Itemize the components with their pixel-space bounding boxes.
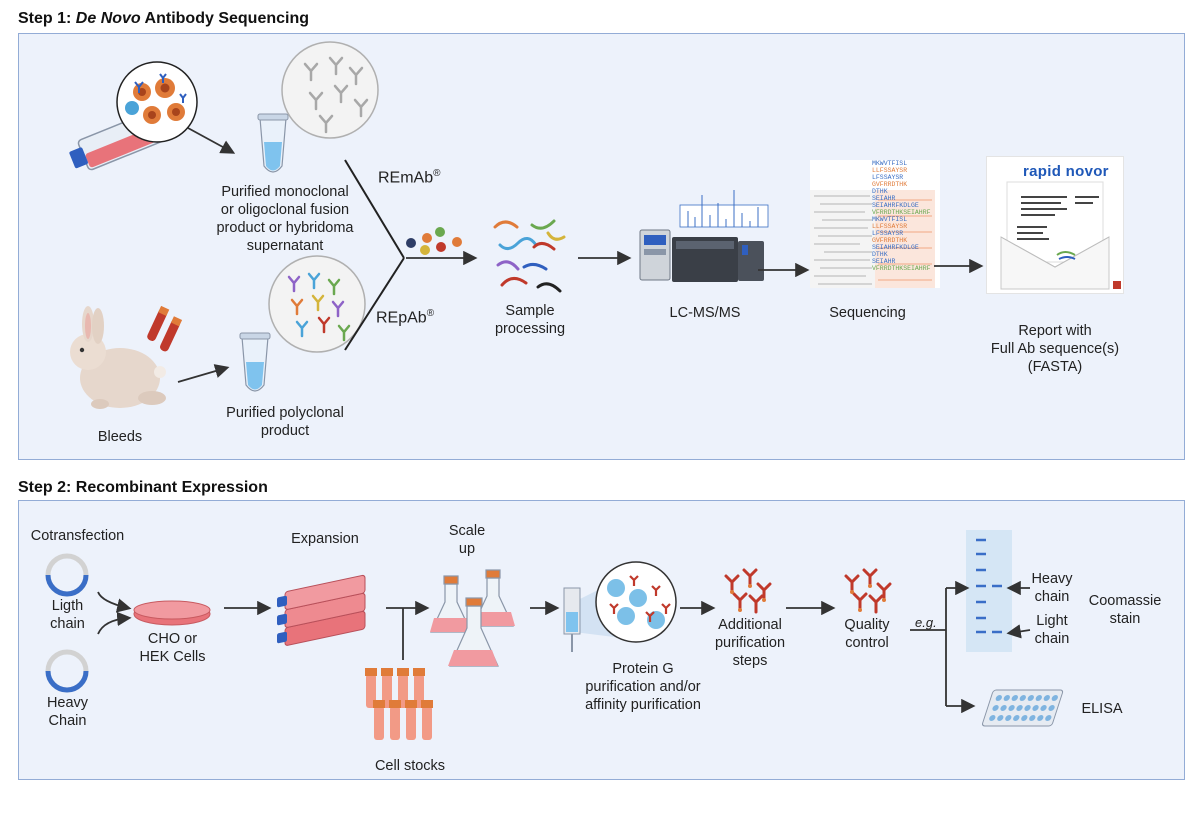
purified-antibodies-icon — [724, 568, 772, 614]
protein-g-column-illustration — [563, 561, 677, 652]
quality-control-label: Quality control — [844, 617, 890, 651]
rabbit-illustration — [70, 306, 166, 409]
expansion-label: Expansion — [291, 531, 359, 547]
sequence-line: SEIAHRFKDLGE — [872, 202, 919, 209]
light-chain-plasmid-icon — [45, 553, 89, 597]
sequence-line: LFSSAYSR — [872, 174, 904, 181]
monoclonal-label: Purified monoclonal or oligoclonal fusio… — [216, 184, 354, 254]
sequence-line: MKWVTFISL — [872, 216, 908, 223]
elisa-label: ELISA — [1081, 701, 1123, 717]
enzyme-icons — [406, 227, 462, 255]
light-chain-label: Ligth chain — [50, 598, 85, 632]
polyclonal-label: Purified polyclonal product — [226, 405, 344, 439]
report-envelope — [1000, 181, 1121, 290]
blood-tubes-icon — [147, 305, 183, 352]
sequence-line: VFRRDTHKSEIAHRF — [872, 209, 931, 216]
repab-label: REpAb® — [376, 308, 435, 327]
step2-title: Step 2: Recombinant Expression — [18, 479, 268, 496]
sequence-line: SEIAHR — [872, 258, 896, 265]
sequence-alignment: MKWVTFISL LLFSSAYSR LFSSAYSR GVFRRDTHK D… — [810, 160, 940, 288]
cell-stock-vials-illustration — [365, 668, 433, 740]
report-document: rapid novor — [986, 156, 1124, 294]
sequence-line: LLFSSAYSR — [872, 167, 908, 174]
sequence-line: SEIAHR — [872, 195, 896, 202]
cell-flask-illustration — [69, 61, 198, 171]
remab-label: REmAb® — [378, 168, 441, 187]
petri-dish-icon — [133, 600, 211, 626]
lcms-instrument-illustration — [639, 190, 769, 282]
sequencing-label: Sequencing — [829, 305, 906, 321]
cho-hek-label: CHO or HEK Cells — [139, 631, 206, 665]
gel-heavy-chain-label: Heavy chain — [1031, 571, 1073, 605]
sequence-line: LLFSSAYSR — [872, 223, 908, 230]
report-label: Report with Full Ab sequence(s) (FASTA) — [990, 323, 1120, 375]
bleeds-label: Bleeds — [97, 429, 143, 445]
heavy-chain-plasmid-icon — [45, 649, 89, 693]
sequence-line: SEIAHRFKDLGE — [872, 244, 919, 251]
report-logo: rapid novor — [1023, 163, 1109, 180]
step1-title: Step 1: De Novo Antibody Sequencing — [18, 10, 309, 27]
alignment-bars — [810, 190, 935, 288]
sequence-line: LFSSAYSR — [872, 230, 904, 237]
polyclonal-tube-illustration — [239, 255, 366, 392]
cell-stocks-label: Cell stocks — [374, 758, 446, 774]
eg-label: e.g. — [915, 615, 937, 630]
sequence-line: VFRRDTHKSEIAHRF — [872, 265, 931, 272]
cotransfection-label: Cotransfection — [30, 528, 125, 544]
gel-light-chain-label: Light chain — [1034, 613, 1070, 647]
additional-purification-label: Additional purification steps — [714, 617, 786, 669]
scale-up-label: Scale up — [448, 523, 486, 557]
expansion-flasks-illustration — [277, 574, 366, 646]
sequence-line: GVFRRDTHK — [872, 181, 908, 188]
sample-processing-label: Sample processing — [494, 303, 566, 337]
sequence-line: MKWVTFISL — [872, 160, 908, 167]
heavy-chain-label: Heavy Chain — [46, 695, 89, 729]
lcms-label: LC-MS/MS — [669, 305, 741, 321]
elisa-plate-icon — [981, 689, 1064, 727]
sequence-list: MKWVTFISL LLFSSAYSR LFSSAYSR GVFRRDTHK D… — [872, 160, 931, 272]
quality-control-antibodies-icon — [844, 568, 892, 614]
sequence-line: GVFRRDTHK — [872, 237, 908, 244]
sequence-line: DTHK — [872, 188, 888, 195]
erlenmeyer-flasks-illustration — [430, 569, 515, 667]
protein-g-label: Protein G purification and/or affinity p… — [585, 661, 701, 713]
gel-bands — [976, 538, 1002, 634]
monoclonal-tube-illustration — [257, 41, 379, 173]
coomassie-label: Coomassie stain — [1088, 593, 1162, 627]
sds-page-gel — [966, 530, 1012, 652]
peptide-fragments-icon — [493, 219, 566, 293]
sequence-line: DTHK — [872, 251, 888, 258]
